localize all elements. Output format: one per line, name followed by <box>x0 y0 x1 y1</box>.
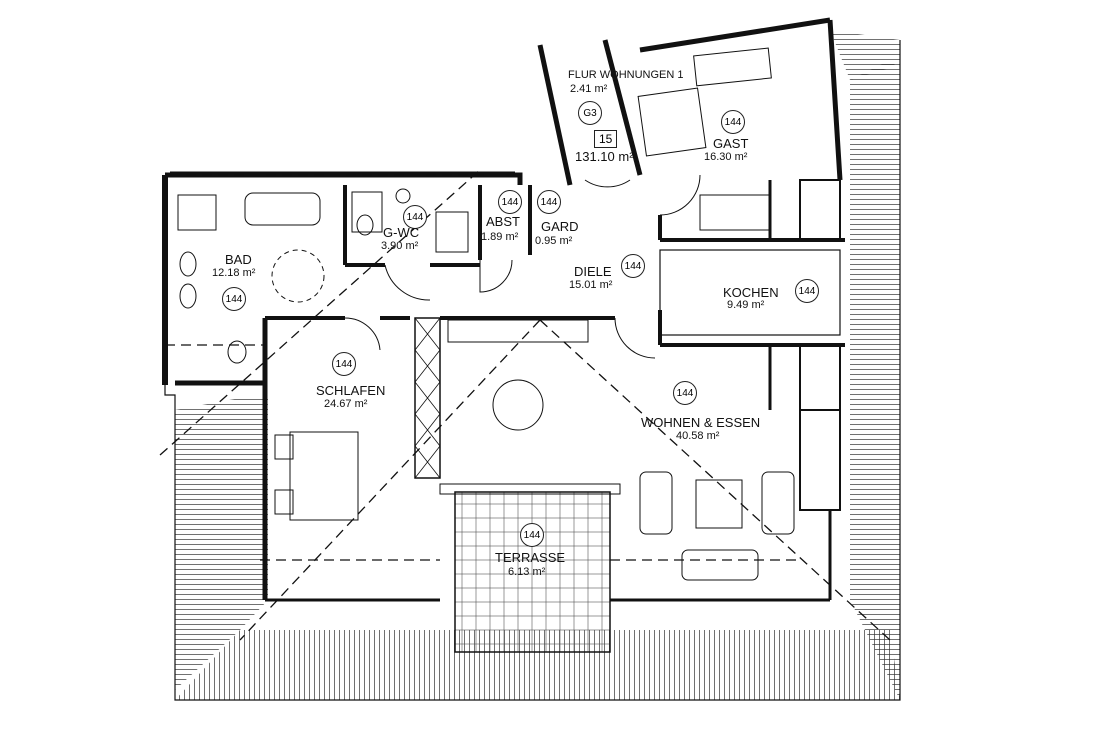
abst-area: 1.89 m² <box>481 231 519 243</box>
gast-badge: 144 <box>721 110 745 134</box>
roof-hatch <box>175 30 900 700</box>
gard-badge: 144 <box>537 190 561 214</box>
gwc-area: 3.90 m² <box>381 240 419 252</box>
wohnen-badge: 144 <box>673 381 697 405</box>
gast-name: GAST <box>713 136 749 151</box>
kochen-area: 9.49 m² <box>727 299 765 311</box>
bad-badge: 144 <box>222 287 246 311</box>
furniture <box>274 87 795 581</box>
diele-name: DIELE <box>574 264 612 279</box>
gard-name: GARD <box>541 219 579 234</box>
flur-area: 2.41 m² <box>570 83 608 95</box>
bad-name: BAD <box>225 252 252 267</box>
kochen-badge: 144 <box>795 279 819 303</box>
stair-tag: G3 <box>578 101 602 125</box>
terrasse-name: TERRASSE <box>495 550 566 565</box>
gard-area: 0.95 m² <box>535 235 573 247</box>
terrasse-badge: 144 <box>520 523 544 547</box>
total-area: 131.10 m² <box>575 149 634 164</box>
gast-area: 16.30 m² <box>704 151 748 163</box>
abst-name: ABST <box>486 214 520 229</box>
gwc-name: G-WC <box>383 225 420 240</box>
diele-badge: 144 <box>621 254 645 278</box>
diele-area: 15.01 m² <box>569 279 613 291</box>
terrasse-area: 6.13 m² <box>508 566 546 578</box>
wohnen-name: WOHNEN & ESSEN <box>641 415 761 430</box>
bath-fixtures <box>177 188 469 364</box>
terrace-deck <box>454 491 611 653</box>
abst-badge: 144 <box>498 190 522 214</box>
door-swings <box>344 174 701 359</box>
shelf-partition <box>414 317 441 479</box>
wardrobe <box>693 47 772 87</box>
flur-name: FLUR WOHNUNGEN 1 <box>568 69 684 81</box>
wohnen-area: 40.58 m² <box>676 430 720 442</box>
kochen-name: KOCHEN <box>723 285 779 300</box>
schlafen-area: 24.67 m² <box>324 398 368 410</box>
schlafen-name: SCHLAFEN <box>316 383 386 398</box>
schlafen-badge: 144 <box>332 352 356 376</box>
unit-number: 15 <box>594 130 618 148</box>
gwc-badge: 144 <box>403 205 427 229</box>
bad-area: 12.18 m² <box>212 267 256 279</box>
